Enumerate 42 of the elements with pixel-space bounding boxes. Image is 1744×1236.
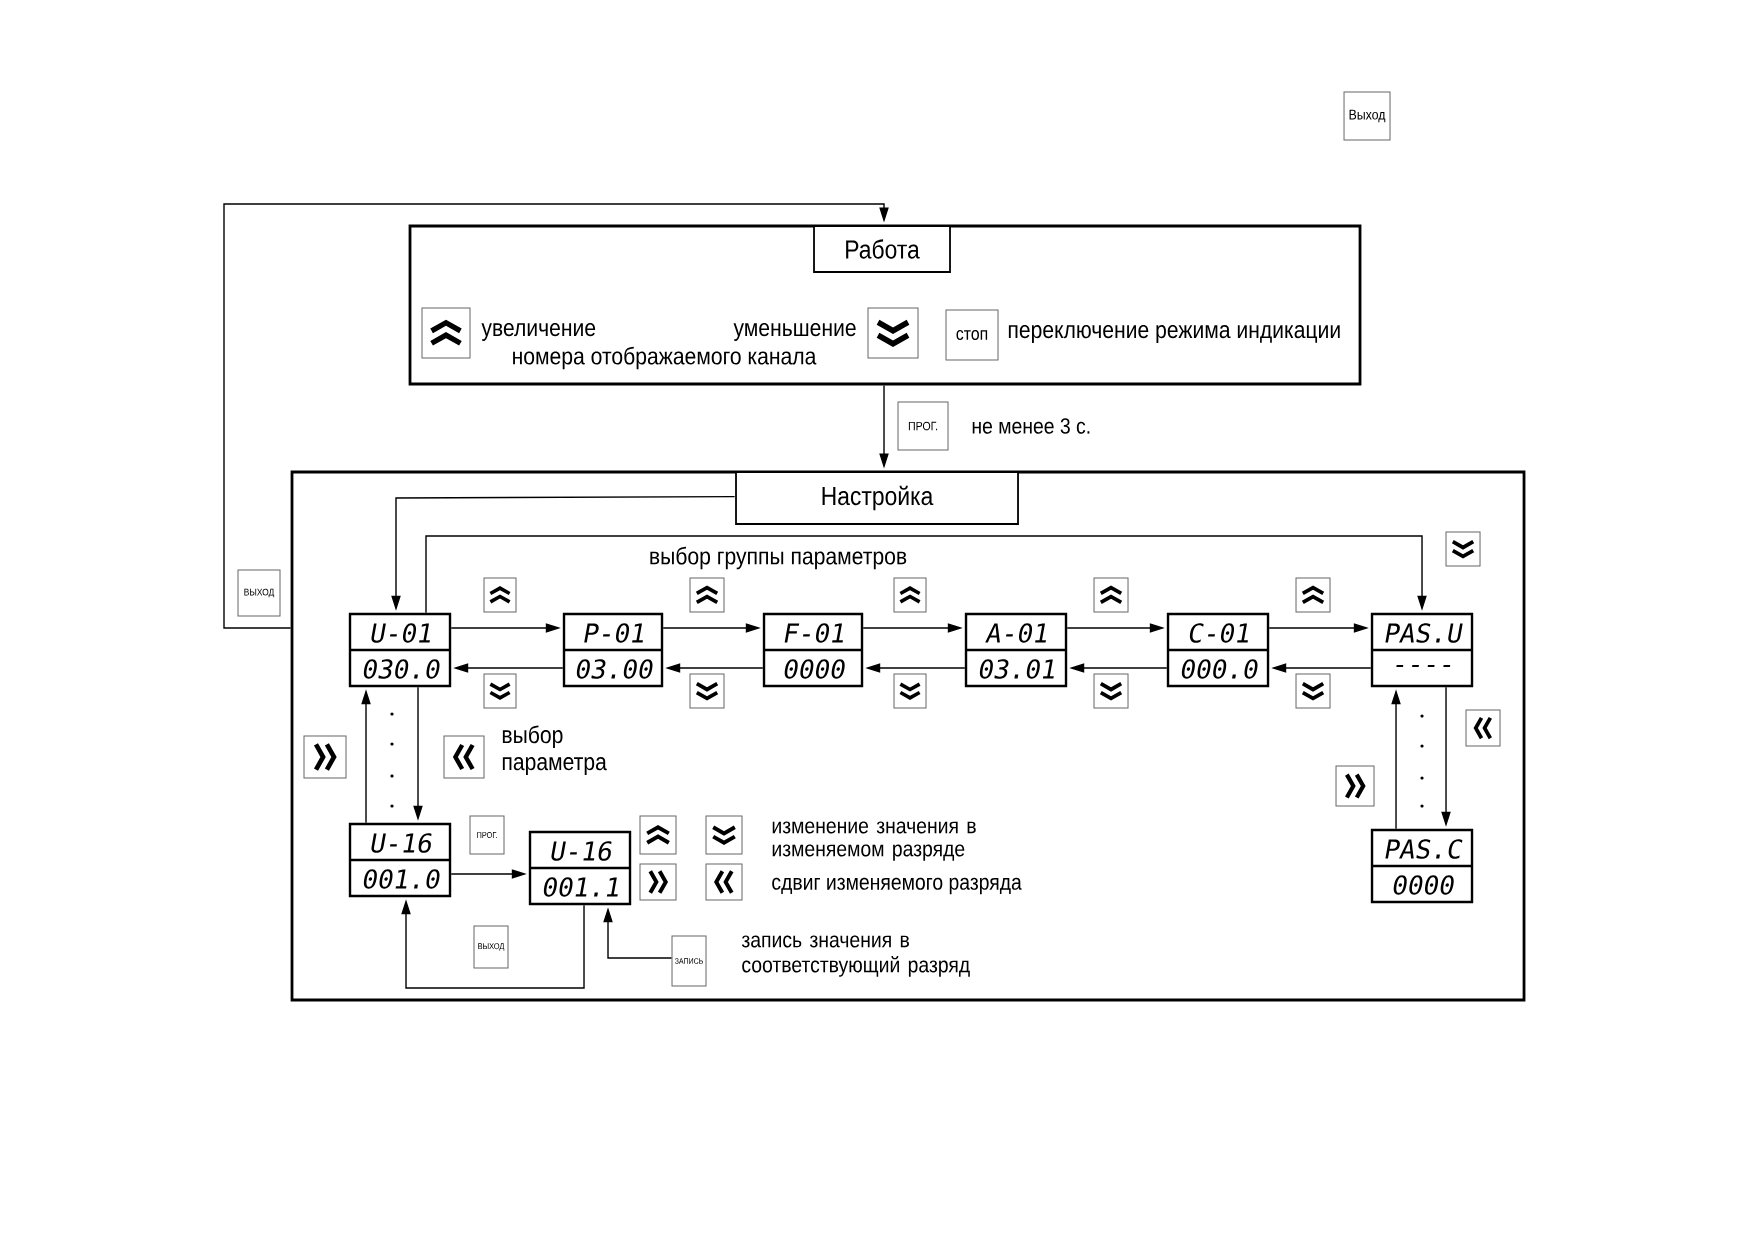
display-reading: 001.0 xyxy=(363,869,440,889)
display-reading: 0000 xyxy=(1393,875,1454,895)
display-reading: A-01 xyxy=(985,623,1046,643)
display-reading: 03.00 xyxy=(576,659,653,679)
panel-title: Настройка xyxy=(735,471,1019,525)
description-text: номера отображаемого канала xyxy=(513,346,817,370)
description-text: переключение режима индикации xyxy=(1008,325,1340,343)
display-reading: U-01 xyxy=(371,623,430,643)
display-reading: P-01 xyxy=(584,623,643,643)
panel-title: Работа xyxy=(813,225,951,273)
description-text: увеличение xyxy=(481,323,596,341)
display-reading: 000.0 xyxy=(1181,659,1258,679)
description-text: выбор параметра xyxy=(502,725,607,775)
digital-display xyxy=(562,612,664,688)
arrow xyxy=(223,203,889,629)
digital-display xyxy=(528,830,632,906)
key-button: стоп xyxy=(945,309,999,361)
digital-display xyxy=(964,612,1068,688)
display-reading: 03.01 xyxy=(979,659,1054,679)
digital-display xyxy=(762,612,864,688)
display-reading: PAS.U xyxy=(1385,623,1463,643)
description-text: изменение значения в изменяемом разряде xyxy=(772,821,976,861)
description-text: сдвиг изменяемого разряда xyxy=(772,877,1022,895)
display-reading: 001.1 xyxy=(543,877,618,897)
display-reading: PAS.C xyxy=(1385,839,1463,859)
digital-display xyxy=(348,612,452,688)
digital-display xyxy=(348,822,452,898)
description-text: выбор группы параметров xyxy=(650,546,907,570)
display-reading: U-16 xyxy=(551,841,612,861)
display-reading: 030.0 xyxy=(363,659,440,679)
description-text: уменьшение xyxy=(733,323,856,341)
arrow xyxy=(425,535,1427,614)
display-reading: 0000 xyxy=(784,659,845,679)
digital-display xyxy=(1370,828,1474,904)
note-text: запись значения в соответствующий разряд xyxy=(741,935,970,977)
display-reading: ---- xyxy=(1396,664,1451,667)
note-text: не менее 3 с. xyxy=(972,418,1090,434)
digital-display xyxy=(1370,612,1474,688)
digital-display xyxy=(1166,612,1270,688)
display-reading: U-16 xyxy=(371,833,432,853)
display-reading: F-01 xyxy=(784,623,843,643)
display-reading: C-01 xyxy=(1189,623,1248,643)
